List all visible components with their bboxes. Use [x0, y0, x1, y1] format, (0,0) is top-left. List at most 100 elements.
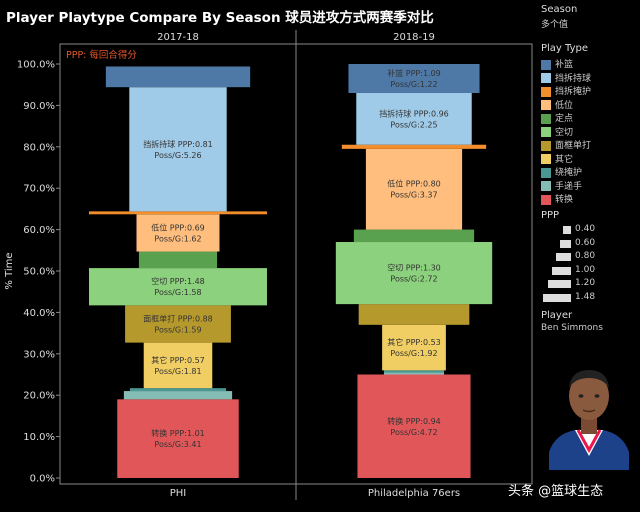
segment-label: Poss/G:4.72: [390, 428, 437, 437]
y-tick-label: 80.0%: [23, 142, 55, 153]
ppp-size-label: 1.48: [575, 291, 596, 302]
season-header: 2017-18: [157, 32, 199, 43]
segment-label: Poss/G:2.25: [390, 120, 437, 129]
ppp-size-bar: [563, 226, 571, 234]
y-tick-label: 60.0%: [23, 225, 55, 236]
bar-segment: [143, 342, 213, 389]
team-label: PHI: [170, 488, 187, 499]
legend-item[interactable]: 手递手: [541, 179, 583, 192]
legend-label: 其它: [555, 154, 574, 165]
segment-label: 低位 PPP:0.80: [387, 179, 441, 189]
segment-label: 低位 PPP:0.69: [151, 222, 205, 232]
legend-item[interactable]: 低位: [541, 98, 573, 111]
bar-segment: [357, 374, 471, 478]
ppp-legend-item: 1.48: [541, 292, 621, 304]
legend-swatch: [541, 100, 551, 110]
ppp-annotation: PPP: 每回合得分: [66, 49, 137, 61]
bar-segment: [365, 148, 463, 230]
legend-swatch: [541, 73, 551, 83]
ppp-size-bar: [556, 253, 571, 261]
legend-item[interactable]: 面框单打: [541, 138, 591, 151]
player-legend-title: Player: [541, 310, 573, 321]
ppp-legend-item: 0.60: [541, 238, 621, 250]
segment-label: Poss/G:5.26: [154, 151, 201, 160]
bar-segment: [353, 229, 475, 243]
legend-item[interactable]: 补篮: [541, 57, 574, 70]
legend-label: 手递手: [555, 181, 583, 192]
ppp-size-label: 0.60: [575, 237, 596, 248]
legend-item[interactable]: 空切: [541, 125, 573, 138]
y-tick-label: 20.0%: [23, 391, 55, 402]
ppp-legend-item: 1.00: [541, 265, 621, 277]
legend-label: 挡拆掩护: [555, 87, 592, 97]
bar-segment: [138, 251, 218, 269]
segment-label: 其它 PPP:0.57: [151, 355, 205, 365]
legend-label: 绕掩护: [555, 168, 583, 178]
bar-segment: [341, 144, 487, 149]
ppp-size-bar: [552, 266, 571, 275]
bar-segment: [105, 66, 251, 88]
segment-label: Poss/G:1.81: [154, 367, 201, 376]
segment-label: 补篮 PPP:1.09: [387, 68, 441, 78]
team-label: Philadelphia 76ers: [368, 488, 460, 499]
legend-swatch: [541, 127, 551, 137]
bar-segment: [117, 399, 239, 478]
ppp-size-label: 0.40: [575, 224, 596, 234]
legend-item[interactable]: 其它: [541, 152, 574, 165]
y-tick-label: 0.0%: [30, 474, 55, 485]
legend-label: 补篮: [555, 60, 574, 70]
segment-label: 挡拆持球 PPP:0.96: [379, 108, 449, 118]
ppp-size-bar: [560, 239, 571, 248]
segment-label: 空切 PPP:1.48: [151, 276, 205, 286]
season-legend-value[interactable]: 多个值: [541, 20, 569, 30]
player-legend-value[interactable]: Ben Simmons: [541, 323, 603, 333]
legend-swatch: [541, 113, 551, 124]
season-legend-title: Season: [541, 4, 578, 15]
chart-title: Player Playtype Compare By Season 球员进攻方式…: [6, 10, 434, 26]
y-tick-label: 10.0%: [23, 432, 55, 443]
y-tick-label: 70.0%: [23, 184, 55, 195]
y-tick-label: 40.0%: [23, 308, 55, 319]
ppp-legend-title: PPP: [541, 210, 560, 221]
legend-swatch: [541, 140, 551, 151]
playtype-legend-title: Play Type: [541, 43, 589, 54]
segment-label: Poss/G:3.41: [154, 440, 201, 449]
watermark: 头条 @篮球生态: [508, 484, 604, 499]
bar-segment: [136, 214, 220, 252]
segment-label: 空切 PPP:1.30: [387, 263, 441, 273]
bar-segment: [335, 242, 493, 305]
legend-label: 定点: [555, 114, 574, 124]
legend-swatch: [541, 154, 551, 164]
y-tick-label: 100.0%: [17, 60, 55, 71]
y-tick-label: 50.0%: [23, 267, 55, 278]
segment-label: Poss/G:1.92: [390, 349, 437, 358]
ppp-size-bar: [548, 280, 571, 288]
segment-label: Poss/G:1.59: [154, 325, 201, 334]
ppp-size-label: 0.80: [575, 251, 596, 261]
segment-label: 面框单打 PPP:0.88: [143, 313, 213, 323]
legend-item[interactable]: 挡拆掩护: [541, 84, 592, 97]
legend-item[interactable]: 转换: [541, 192, 574, 205]
legend-item[interactable]: 定点: [541, 111, 574, 124]
ppp-size-label: 1.20: [575, 278, 596, 288]
bar-segment: [358, 304, 470, 325]
ppp-size-bar: [543, 293, 571, 302]
segment-label: Poss/G:3.37: [390, 191, 437, 200]
bar-segment: [123, 391, 233, 400]
legend-item[interactable]: 绕掩护: [541, 165, 583, 178]
bar-segment: [356, 92, 472, 145]
segment-label: 其它 PPP:0.53: [387, 337, 441, 347]
ppp-legend-item: 0.80: [541, 251, 621, 263]
segment-label: Poss/G:1.58: [154, 288, 201, 297]
y-tick-label: 90.0%: [23, 101, 55, 112]
ppp-size-label: 1.00: [575, 264, 596, 275]
legend-label: 转换: [555, 195, 574, 205]
bar-segment: [383, 370, 445, 373]
bar-segment: [89, 268, 267, 306]
ppp-legend-item: 1.20: [541, 278, 621, 290]
season-header: 2018-19: [393, 32, 435, 43]
bar-segment: [382, 324, 446, 371]
bar-segment: [89, 211, 267, 215]
legend-item[interactable]: 挡拆持球: [541, 71, 591, 84]
